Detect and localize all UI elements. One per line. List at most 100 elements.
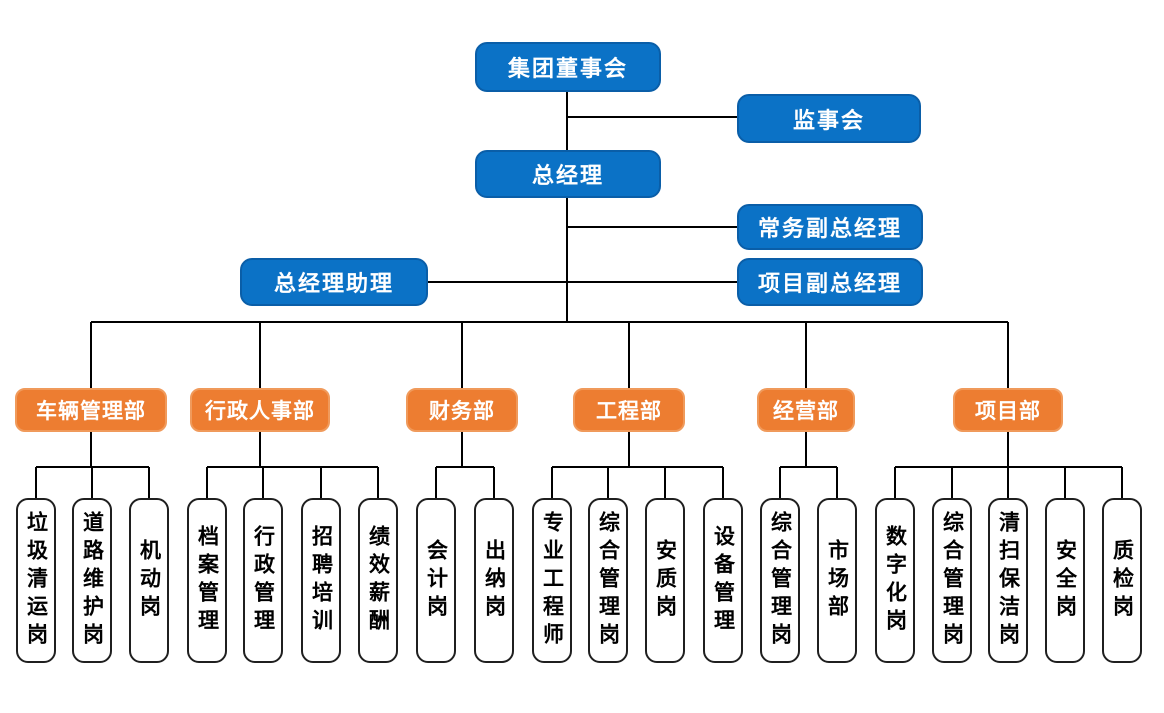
connector-line [567, 116, 737, 118]
org-node-gm-assistant-label: 总经理助理 [273, 272, 394, 297]
connector-line [779, 467, 781, 498]
connector-line [836, 467, 838, 498]
org-node-operations-dept: 经营部 [757, 388, 855, 432]
org-post-operations-dept-1-label: 综合管理岗 [768, 510, 793, 651]
org-node-project-dept-label: 项目部 [975, 399, 1041, 423]
org-post-operations-dept-1: 综合管理岗 [760, 498, 800, 663]
org-node-admin-hr-dept: 行政人事部 [190, 388, 330, 432]
org-post-operations-dept-2-label: 市场部 [825, 538, 850, 623]
org-post-project-dept-5-label: 质检岗 [1110, 538, 1135, 623]
org-post-project-dept-2-label: 综合管理岗 [940, 510, 965, 651]
org-post-vehicle-management-dept-3: 机动岗 [129, 498, 169, 663]
connector-line [435, 467, 437, 498]
org-post-project-dept-1-label: 数字化岗 [883, 524, 908, 637]
org-post-admin-hr-dept-2-label: 行政管理 [251, 524, 276, 637]
org-post-project-dept-4: 安全岗 [1045, 498, 1085, 663]
connector-line [894, 467, 896, 498]
connector-line [207, 466, 378, 468]
connector-line [551, 467, 553, 498]
connector-line [805, 322, 807, 388]
org-post-engineering-dept-1-label: 专业工程师 [540, 510, 565, 651]
org-post-vehicle-management-dept-3-label: 机动岗 [137, 538, 162, 623]
connector-line [780, 466, 837, 468]
org-post-vehicle-management-dept-1: 垃圾清运岗 [16, 498, 56, 663]
connector-line [377, 467, 379, 498]
org-node-board-of-directors: 集团董事会 [475, 42, 661, 92]
org-node-executive-deputy-gm-label: 常务副总经理 [757, 217, 902, 242]
org-post-admin-hr-dept-4: 绩效薪酬 [358, 498, 398, 663]
connector-line [722, 467, 724, 498]
org-node-finance-dept-label: 财务部 [429, 399, 495, 423]
org-post-project-dept-2: 综合管理岗 [932, 498, 972, 663]
org-node-engineering-dept-label: 工程部 [596, 399, 662, 423]
org-post-engineering-dept-4-label: 设备管理 [711, 524, 736, 637]
connector-line [436, 466, 494, 468]
org-node-gm-assistant: 总经理助理 [240, 258, 428, 306]
org-node-board-of-directors-label: 集团董事会 [507, 57, 628, 82]
connector-line [628, 432, 630, 467]
connector-line [1007, 322, 1009, 388]
org-node-executive-deputy-gm: 常务副总经理 [737, 204, 923, 250]
org-post-vehicle-management-dept-2-label: 道路维护岗 [80, 510, 105, 651]
org-node-vehicle-management-dept-label: 车辆管理部 [36, 399, 146, 423]
connector-line [91, 321, 1008, 323]
org-post-finance-dept-2: 出纳岗 [474, 498, 514, 663]
connector-line [566, 92, 568, 150]
org-post-admin-hr-dept-2: 行政管理 [243, 498, 283, 663]
org-post-operations-dept-2: 市场部 [817, 498, 857, 663]
connector-line [664, 467, 666, 498]
connector-line [262, 467, 264, 498]
org-node-general-manager: 总经理 [475, 150, 661, 198]
org-node-general-manager-label: 总经理 [531, 164, 604, 189]
org-post-project-dept-3: 清扫保洁岗 [988, 498, 1028, 663]
connector-line [320, 467, 322, 498]
connector-line [90, 432, 92, 467]
connector-line [461, 322, 463, 388]
org-node-project-deputy-gm: 项目副总经理 [737, 258, 923, 306]
org-post-admin-hr-dept-4-label: 绩效薪酬 [366, 524, 391, 637]
connector-line [1007, 432, 1009, 467]
org-post-project-dept-5: 质检岗 [1102, 498, 1142, 663]
connector-line [607, 467, 609, 498]
org-post-engineering-dept-4: 设备管理 [703, 498, 743, 663]
connector-line [493, 467, 495, 498]
org-post-engineering-dept-3-label: 安质岗 [653, 538, 678, 623]
connector-line [628, 322, 630, 388]
connector-line [90, 322, 92, 388]
connector-line [259, 432, 261, 467]
org-post-finance-dept-1: 会计岗 [416, 498, 456, 663]
org-post-finance-dept-2-label: 出纳岗 [482, 538, 507, 623]
org-post-finance-dept-1-label: 会计岗 [424, 538, 449, 623]
org-post-admin-hr-dept-3: 招聘培训 [301, 498, 341, 663]
connector-line [206, 467, 208, 498]
connector-line [567, 226, 737, 228]
org-node-engineering-dept: 工程部 [573, 388, 685, 432]
connector-line [951, 467, 953, 498]
connector-line [805, 432, 807, 467]
org-post-admin-hr-dept-1: 档案管理 [187, 498, 227, 663]
org-node-admin-hr-dept-label: 行政人事部 [205, 399, 315, 423]
org-post-project-dept-3-label: 清扫保洁岗 [996, 510, 1021, 651]
connector-line [91, 467, 93, 498]
connector-line [1064, 467, 1066, 498]
org-post-engineering-dept-3: 安质岗 [645, 498, 685, 663]
org-post-vehicle-management-dept-2: 道路维护岗 [72, 498, 112, 663]
org-post-admin-hr-dept-3-label: 招聘培训 [309, 524, 334, 637]
org-post-admin-hr-dept-1-label: 档案管理 [195, 524, 220, 637]
connector-line [566, 198, 568, 323]
connector-line [1007, 467, 1009, 498]
org-post-engineering-dept-2-label: 综合管理岗 [596, 510, 621, 651]
connector-line [148, 467, 150, 498]
org-post-engineering-dept-1: 专业工程师 [532, 498, 572, 663]
connector-line [552, 466, 723, 468]
org-node-supervisory-board-label: 监事会 [792, 108, 865, 134]
org-node-supervisory-board: 监事会 [737, 94, 921, 143]
connector-line [428, 281, 737, 283]
org-post-project-dept-1: 数字化岗 [875, 498, 915, 663]
connector-line [461, 432, 463, 467]
org-node-project-dept: 项目部 [953, 388, 1063, 432]
org-node-vehicle-management-dept: 车辆管理部 [15, 388, 167, 432]
connector-line [259, 322, 261, 388]
connector-line [1121, 467, 1123, 498]
